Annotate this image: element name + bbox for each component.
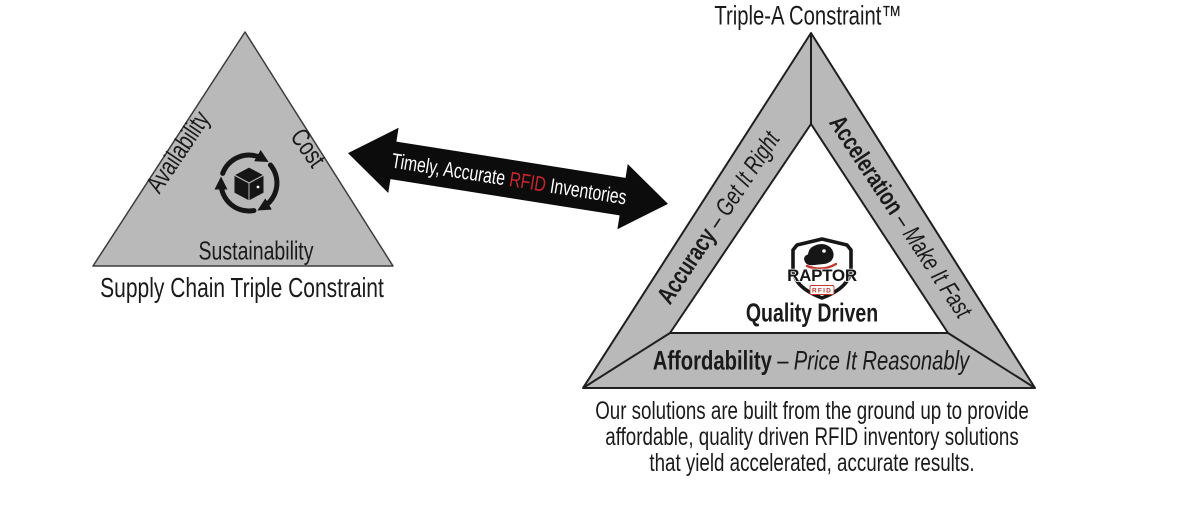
raptor-logo: RAPTOR RFID xyxy=(786,237,858,300)
bottom-side-label-sustainability: Sustainability xyxy=(198,235,314,266)
raptor-beak-icon xyxy=(804,254,820,266)
footer-text: Our solutions are built from the ground … xyxy=(523,398,1101,476)
arrow-text-highlight: RFID xyxy=(507,168,548,197)
double-arrow xyxy=(347,127,669,230)
raptor-head-icon xyxy=(808,244,834,265)
frame-inner-triangle xyxy=(669,123,949,334)
logo-red-swoosh xyxy=(805,262,838,270)
package-cycle-icon xyxy=(214,149,280,214)
frame-seam-right xyxy=(947,332,1036,389)
triple-a-frame xyxy=(582,32,1036,389)
quality-driven-motto: Quality Driven xyxy=(745,297,879,328)
right-diagram-title: Triple-A Constraint™ xyxy=(714,0,902,31)
logo-sub-box xyxy=(809,285,835,295)
package-box-icon xyxy=(232,166,266,202)
affordability-term: Affordability xyxy=(652,345,772,376)
supply-chain-triangle xyxy=(92,31,394,267)
affordability-band-label: Affordability–Price It Reasonably xyxy=(600,346,1022,377)
affordability-tagline: Price It Reasonably xyxy=(793,345,970,376)
footer-line-1: Our solutions are built from the ground … xyxy=(595,397,1029,425)
affordability-dash: – xyxy=(777,345,789,376)
footer-line-2: affordable, quality driven RFID inventor… xyxy=(605,423,1019,451)
logo-sub-text: RFID xyxy=(812,288,832,295)
left-diagram-caption: Supply Chain Triple Constraint xyxy=(100,272,384,303)
frame-seam-left xyxy=(582,332,671,389)
footer-line-3: that yield accelerated, accurate results… xyxy=(649,449,975,477)
raptor-eye-icon xyxy=(822,249,826,253)
logo-brand-text: RAPTOR xyxy=(787,266,857,285)
